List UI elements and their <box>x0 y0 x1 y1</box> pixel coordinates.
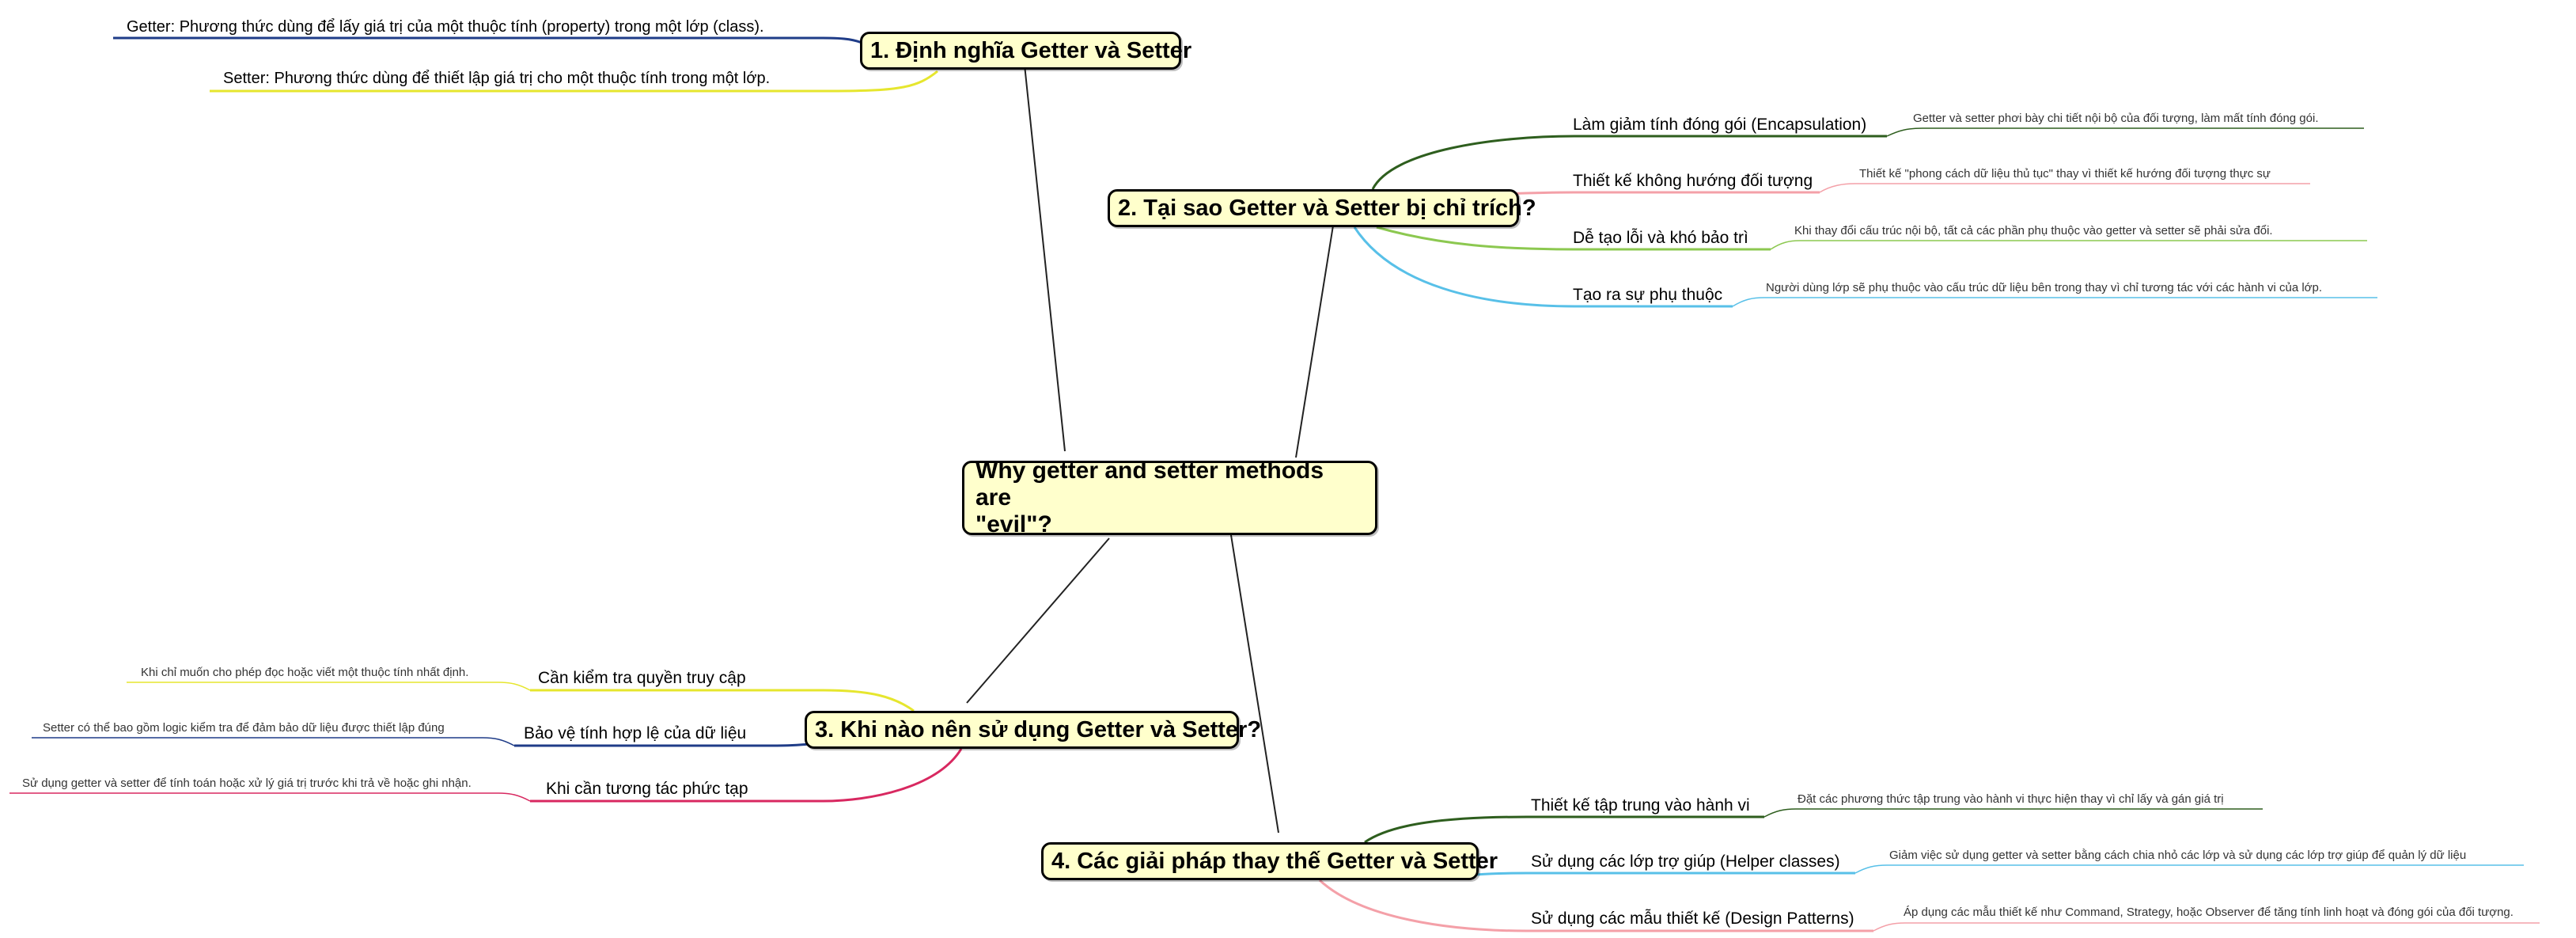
note-line-behavior-design <box>1763 808 2263 818</box>
root-title-line-2: "evil"? <box>975 511 1052 537</box>
note-line-complex-interaction <box>9 792 531 802</box>
subtopic-dependency[interactable]: Tạo ra sự phụ thuộc <box>1573 286 1723 304</box>
note-encapsulation: Getter và setter phơi bày chi tiết nội b… <box>1913 112 2319 125</box>
branch-getter <box>113 36 867 46</box>
branch-dependency <box>1353 226 1733 308</box>
branch-design-patterns <box>1318 879 1873 932</box>
note-error-prone: Khi thay đổi cấu trúc nội bộ, tất cả các… <box>1794 224 2273 237</box>
leaf-setter[interactable]: Setter: Phương thức dùng để thiết lập gi… <box>223 70 771 87</box>
topic-when-to-use-title: 3. Khi nào nên sử dụng Getter và Setter? <box>815 716 1262 742</box>
topic-alternatives[interactable]: 4. Các giải pháp thay thế Getter và Sett… <box>1041 842 1498 880</box>
note-line-error-prone <box>1770 240 2367 250</box>
subtopic-error-prone[interactable]: Dễ tạo lỗi và khó bảo trì <box>1573 229 1748 247</box>
note-helper-classes: Giảm việc sử dụng getter và setter bằng … <box>1889 849 2467 862</box>
branch-helper-classes <box>1476 872 1855 876</box>
root-title-line-1: Why getter and setter methods are <box>975 458 1324 511</box>
subtopic-design-patterns[interactable]: Sử dụng các mẫu thiết kế (Design Pattern… <box>1531 910 1854 928</box>
subtopic-data-validity[interactable]: Bảo vệ tính hợp lệ của dữ liệu <box>524 724 747 742</box>
branch-encapsulation <box>1371 135 1887 190</box>
subtopic-complex-interaction[interactable]: Khi cần tương tác phức tạp <box>546 780 748 798</box>
connector-root-topic3 <box>966 537 1110 704</box>
note-line-design-patterns <box>1873 922 2540 932</box>
note-line-dependency <box>1732 297 2377 307</box>
note-data-validity: Setter có thể bao gồm logic kiểm tra để … <box>43 721 445 735</box>
topic-criticism[interactable]: 2. Tại sao Getter và Setter bị chỉ trích… <box>1108 189 1536 227</box>
note-design-patterns: Áp dụng các mẫu thiết kế như Command, St… <box>1904 906 2513 919</box>
topic-definition[interactable]: 1. Định nghĩa Getter và Setter <box>860 32 1191 70</box>
subtopic-access-check[interactable]: Cần kiểm tra quyền truy cập <box>538 669 746 687</box>
branch-setter <box>210 70 938 93</box>
branch-complex-interaction <box>530 748 963 803</box>
branch-data-validity <box>514 742 809 747</box>
subtopic-helper-classes[interactable]: Sử dụng các lớp trợ giúp (Helper classes… <box>1531 853 1840 871</box>
branch-behavior-design <box>1364 815 1764 844</box>
connector-root-topic2 <box>1295 225 1334 458</box>
connector-root-topic4 <box>1230 534 1279 834</box>
note-line-encapsulation <box>1886 127 2364 137</box>
note-access-check: Khi chỉ muốn cho phép đọc hoặc viết một … <box>141 666 469 679</box>
root-title: Why getter and setter methods are "evil"… <box>975 458 1364 538</box>
subtopic-behavior-design[interactable]: Thiết kế tập trung vào hành vi <box>1531 796 1750 815</box>
subtopic-not-oop[interactable]: Thiết kế không hướng đối tượng <box>1573 172 1813 190</box>
topic-when-to-use[interactable]: 3. Khi nào nên sử dụng Getter và Setter? <box>805 711 1261 749</box>
leaf-getter[interactable]: Getter: Phương thức dùng để lấy giá trị … <box>127 18 764 36</box>
branch-access-check <box>530 689 915 712</box>
note-complex-interaction: Sử dụng getter và setter để tính toán ho… <box>22 777 472 790</box>
note-line-access-check <box>127 682 531 691</box>
branch-error-prone <box>1376 226 1771 251</box>
root-node[interactable]: Why getter and setter methods are "evil"… <box>962 458 1377 538</box>
note-behavior-design: Đặt các phương thức tập trung vào hành v… <box>1798 792 2224 806</box>
subtopic-encapsulation[interactable]: Làm giảm tính đóng gói (Encapsulation) <box>1573 116 1867 134</box>
topic-alternatives-title: 4. Các giải pháp thay thế Getter và Sett… <box>1051 848 1498 874</box>
note-not-oop: Thiết kế "phong cách dữ liệu thủ tục" th… <box>1859 167 2271 180</box>
topic-criticism-title: 2. Tại sao Getter và Setter bị chỉ trích… <box>1118 195 1536 221</box>
note-line-data-validity <box>32 737 515 746</box>
note-line-not-oop <box>1819 183 2310 193</box>
topic-definition-title: 1. Định nghĩa Getter và Setter <box>870 37 1192 63</box>
note-line-helper-classes <box>1854 864 2524 874</box>
note-dependency: Người dùng lớp sẽ phụ thuộc vào cấu trúc… <box>1766 281 2323 294</box>
connector-root-topic1 <box>1024 64 1066 452</box>
